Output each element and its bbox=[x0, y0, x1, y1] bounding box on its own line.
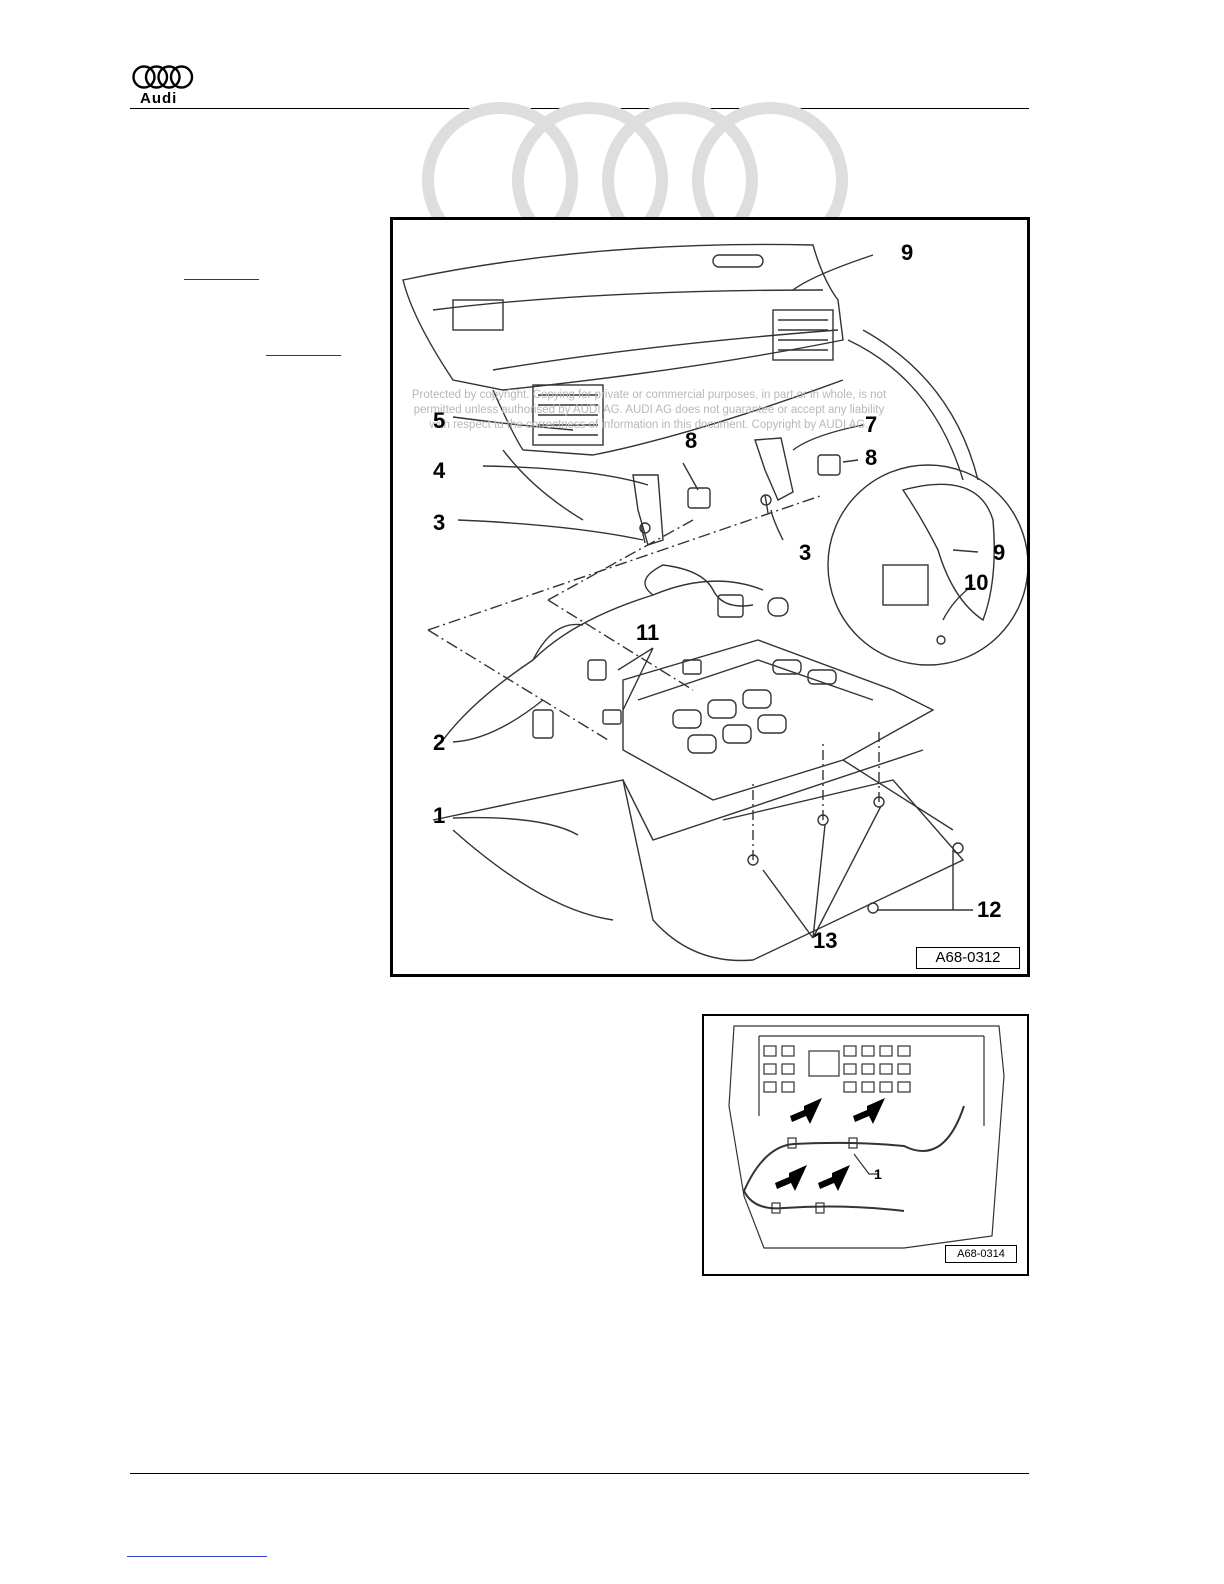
exploded-view-figure: Protected by copyright. Copying for priv… bbox=[390, 217, 1030, 977]
watermark-line-2: permitted unless authorised by AUDI AG. … bbox=[413, 404, 885, 416]
callout-11: 11 bbox=[636, 620, 660, 645]
callout-2: 2 bbox=[433, 730, 446, 755]
footer-rule bbox=[130, 1473, 1029, 1474]
callout-3-left: 3 bbox=[433, 510, 446, 535]
link-underline-1[interactable] bbox=[184, 279, 259, 280]
callout-12: 12 bbox=[977, 897, 1002, 922]
brand-wordmark: Audi bbox=[140, 90, 178, 107]
callout-1: 1 bbox=[433, 803, 446, 828]
callout-10: 10 bbox=[964, 570, 989, 595]
callout-13: 13 bbox=[813, 928, 838, 953]
callout-7: 7 bbox=[865, 412, 878, 437]
callout-4: 4 bbox=[433, 458, 446, 483]
figure-code: A68-0312 bbox=[916, 947, 1020, 969]
callout-3-right: 3 bbox=[799, 540, 812, 565]
callout-9: 9 bbox=[993, 540, 1006, 565]
glove-box-exploded-drawing bbox=[402, 243, 1027, 962]
audi-logo: Audi bbox=[130, 62, 196, 108]
footer-link-underline[interactable] bbox=[127, 1556, 267, 1557]
callout-8-right: 8 bbox=[865, 445, 878, 470]
harness-routing-figure: 1 A68-0314 bbox=[702, 1014, 1029, 1276]
callout-6: 9 bbox=[901, 240, 914, 265]
harness-routing-drawing bbox=[728, 1025, 1005, 1249]
watermark-line-3: with respect to the correctness of infor… bbox=[429, 419, 869, 431]
copyright-watermark: Protected by copyright. Copying for priv… bbox=[393, 388, 905, 433]
routing-callout-1: 1 bbox=[874, 1166, 882, 1182]
callout-5: 5 bbox=[433, 408, 446, 433]
audi-rings-icon bbox=[132, 65, 194, 89]
watermark-line-1: Protected by copyright. Copying for priv… bbox=[411, 389, 887, 401]
callout-8-left: 8 bbox=[685, 428, 698, 453]
link-underline-2[interactable] bbox=[266, 355, 341, 356]
figure-code-2: A68-0314 bbox=[945, 1245, 1017, 1263]
